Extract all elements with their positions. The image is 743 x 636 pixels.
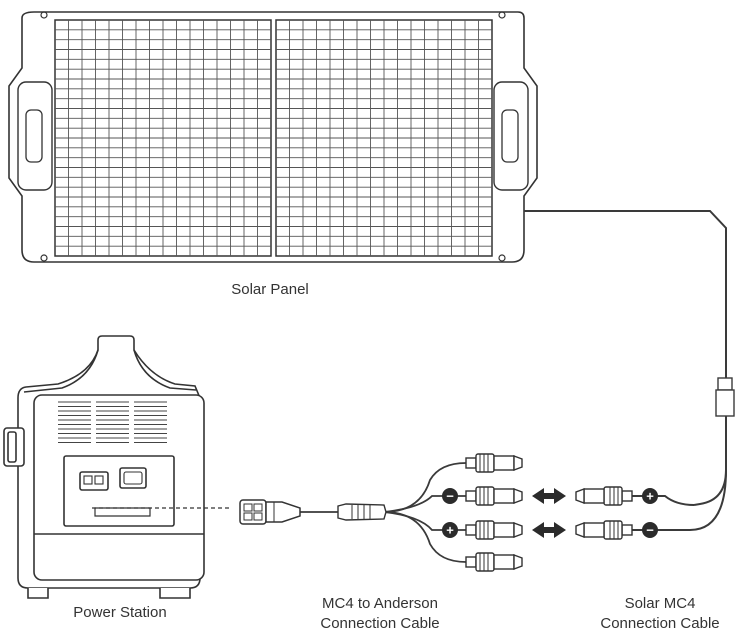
- anderson-plug: [239, 499, 301, 525]
- power-station: [3, 335, 232, 599]
- solar-mc4-connector-neg: [575, 520, 633, 540]
- solar-mc4-cable: [524, 210, 735, 531]
- mc4-anderson-label-line1: MC4 to Anderson: [322, 595, 438, 612]
- cable-splitter: [337, 503, 387, 521]
- svg-text:−: −: [446, 489, 454, 504]
- minus-icon: −: [642, 522, 658, 538]
- mc4-anderson-cable: [300, 462, 467, 563]
- svg-text:−: −: [646, 523, 654, 538]
- solar-mc4-label-line1: Solar MC4: [624, 595, 696, 612]
- mc4-connector-pos: [465, 520, 523, 540]
- mc4-anderson-label: MC4 to Anderson Connection Cable: [290, 594, 470, 634]
- solar-mc4-label-line2: Connection Cable: [600, 615, 720, 632]
- solar-panel: [8, 11, 538, 263]
- solar-panel-label: Solar Panel: [231, 281, 309, 298]
- double-arrow-icon: [532, 522, 566, 538]
- minus-icon: −: [442, 488, 458, 504]
- double-arrow-icon: [532, 488, 566, 504]
- plus-icon: +: [642, 488, 658, 504]
- plus-icon: +: [442, 522, 458, 538]
- mc4-connector-bottom: [465, 552, 523, 572]
- solar-mc4-label: Solar MC4 Connection Cable: [575, 594, 743, 634]
- mc4-connector-neg: [465, 486, 523, 506]
- svg-text:+: +: [646, 489, 654, 504]
- solar-mc4-connector-pos: [575, 486, 633, 506]
- svg-text:+: +: [446, 523, 454, 538]
- mc4-anderson-label-line2: Connection Cable: [320, 615, 440, 632]
- mc4-connector-top: [465, 453, 523, 473]
- power-station-label: Power Station: [73, 604, 167, 621]
- vent-grille: [58, 401, 167, 444]
